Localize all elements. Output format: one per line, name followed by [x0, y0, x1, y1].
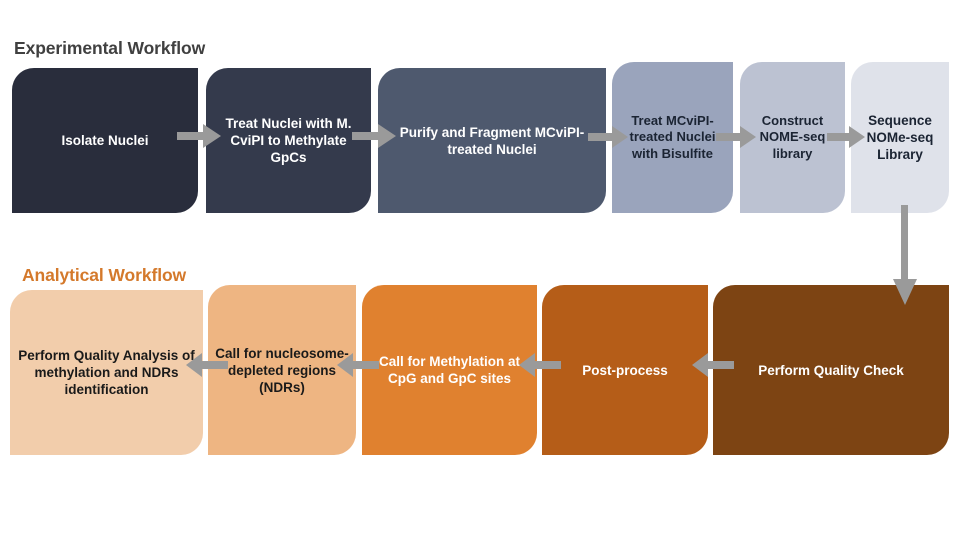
node-label: Call for Methylation at CpG and GpC site… [378, 354, 520, 386]
node-post-process[interactable]: Post-process [542, 285, 708, 455]
arrow-right-icon-3 [588, 126, 628, 148]
arrow-right-icon-5 [827, 126, 865, 148]
node-label: Post-process [582, 362, 668, 378]
arrow-right-icon-2 [352, 124, 396, 148]
experimental-workflow-title: Experimental Workflow [14, 38, 206, 58]
node-label: Call for nucleosome-depleted regions (ND… [215, 345, 349, 395]
arrow-right-icon-1 [177, 124, 221, 148]
node-label: Treat MCviPI-treated Nuclei with Bisulfi… [629, 112, 716, 161]
node-label: Isolate Nuclei [61, 133, 149, 148]
node-label: Sequence NOMe-seq Library [866, 113, 934, 162]
node-call-for-ndrs[interactable]: Call for nucleosome-depleted regions (ND… [208, 285, 356, 455]
node-label: Treat Nuclei with M. CviPI to Methylate … [225, 116, 352, 165]
node-sequence-nome-seq-library[interactable]: Sequence NOMe-seq Library [851, 62, 949, 213]
arrow-left-icon-7 [337, 353, 379, 377]
arrow-left-icon-9 [692, 353, 734, 377]
node-label: Construct NOME-seq library [759, 112, 826, 161]
node-bisulfite-treatment[interactable]: Treat MCviPI-treated Nuclei with Bisulfi… [612, 62, 733, 213]
node-call-for-methylation[interactable]: Call for Methylation at CpG and GpC site… [362, 285, 537, 455]
node-isolate-nuclei[interactable]: Isolate Nuclei [12, 68, 198, 213]
node-treat-nuclei-mcvipi[interactable]: Treat Nuclei with M. CviPI to Methylate … [206, 68, 371, 213]
arrow-right-icon-4 [716, 126, 756, 148]
node-label: Purify and Fragment MCviPI-treated Nucle… [399, 124, 585, 157]
node-perform-quality-check[interactable]: Perform Quality Check [713, 285, 949, 455]
analytical-workflow-title: Analytical Workflow [22, 265, 187, 285]
node-perform-quality-analysis[interactable]: Perform Quality Analysis of methylation … [10, 290, 203, 455]
node-label: Perform Quality Check [758, 362, 904, 378]
node-label: Perform Quality Analysis of methylation … [18, 348, 195, 397]
arrow-down-connector-icon [893, 205, 917, 310]
node-purify-fragment[interactable]: Purify and Fragment MCviPI-treated Nucle… [378, 68, 606, 213]
arrow-left-icon-8 [519, 353, 561, 377]
arrow-left-icon-6 [186, 353, 228, 377]
